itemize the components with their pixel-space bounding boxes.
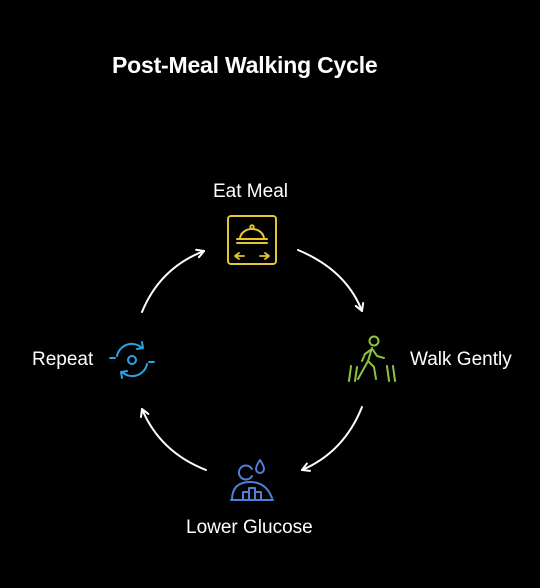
walking-person-icon [348,335,396,382]
repeat-cycle-icon [109,341,155,379]
diagram-title: Post-Meal Walking Cycle [112,52,378,78]
arrow-walk-to-lower [301,406,363,472]
step-label-walk-gently: Walk Gently [410,349,512,370]
glucose-person-icon [230,459,274,501]
step-label-lower-glucose: Lower Glucose [186,517,313,538]
arrow-repeat-to-eat [141,248,205,313]
step-label-eat-meal: Eat Meal [213,181,288,202]
arrow-eat-to-walk [297,249,365,312]
serving-cloche-icon [227,215,277,265]
step-label-repeat: Repeat [32,349,94,370]
arrow-lower-to-repeat [140,408,207,471]
